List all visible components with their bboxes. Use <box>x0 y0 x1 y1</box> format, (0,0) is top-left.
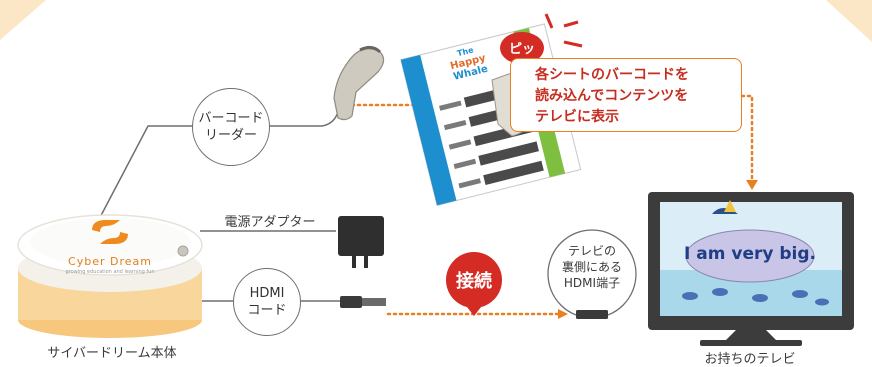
barcode-reader-label-line2: リーダー <box>204 128 257 143</box>
device-power-button <box>177 245 189 257</box>
callout-line3: テレビに表示 <box>535 109 619 125</box>
hdmi-cord-label-line1: HDMI <box>249 286 285 301</box>
hdmi-port-icon <box>576 310 608 319</box>
power-adapter-label: 電源アダプター <box>224 215 316 230</box>
callout-to-tv-path <box>740 94 754 182</box>
tv-port-label-line1: テレビの <box>567 244 616 258</box>
tv-port-label: テレビの 裏側にある HDMI端子 <box>552 243 632 291</box>
scanner-cable-line <box>270 111 339 127</box>
beep-burst <box>500 13 583 64</box>
callout-line1: 各シートのバーコードを <box>535 67 689 83</box>
device-caption: サイバードリーム本体 <box>47 346 177 361</box>
callout-to-tv-arrow <box>746 180 758 190</box>
scan-description-callout: 各シートのバーコードを 読み込んでコンテンツを テレビに表示 <box>510 58 742 132</box>
tv-port-label-line3: HDMI端子 <box>563 276 621 290</box>
hdmi-plug-illustration <box>340 296 386 308</box>
scanner-connector-line <box>95 125 192 226</box>
beep-text: ピッ <box>508 42 535 57</box>
tv-illustration <box>648 192 854 346</box>
corner-decoration-left <box>0 0 46 40</box>
connect-badge: 接続 <box>446 252 502 316</box>
tv-caption: お持ちのテレビ <box>704 352 796 367</box>
device-brand: Cyber Dream <box>68 255 152 268</box>
tv-screen-text: I am very big. <box>684 244 816 264</box>
barcode-scanner-illustration <box>333 45 385 121</box>
tv-port-label-line2: 裏側にある <box>561 260 622 274</box>
device-illustration <box>17 214 203 338</box>
device-tagline: growing education and learning fun <box>65 269 155 275</box>
hdmi-cord-label-line2: コード <box>247 303 287 318</box>
hdmi-signal-arrow <box>558 309 568 319</box>
corner-decoration-right <box>826 0 872 42</box>
callout-line2: 読み込んでコンテンツを <box>535 88 689 104</box>
device-logo-mark <box>92 220 128 244</box>
barcode-reader-label-line1: バーコード <box>198 111 264 126</box>
ac-adapter-illustration <box>338 216 384 268</box>
barcode-reader-label-circle: バーコード リーダー <box>192 88 270 166</box>
hdmi-cord-label-circle: HDMI コード <box>233 268 301 336</box>
